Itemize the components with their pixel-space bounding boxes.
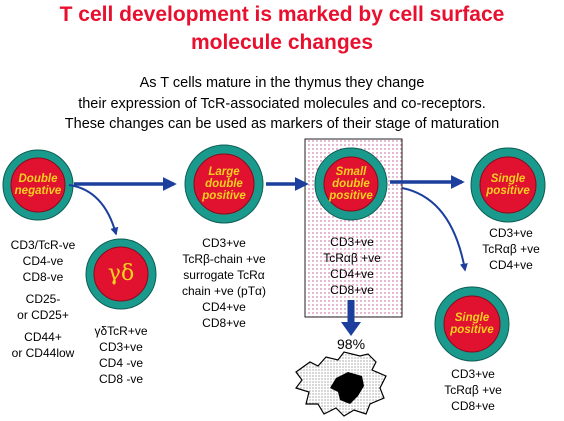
- cell-gamma-delta-label: γδ: [107, 261, 135, 286]
- page-title-line-1: T cell development is marked by cell sur…: [59, 3, 505, 26]
- cell-single-positive-cd8: [434, 286, 510, 362]
- single-positive-cd4-markers: CD3+ve TcRαβ +ve CD4+ve: [482, 226, 540, 272]
- cell-single-positive-cd8-label: Single positive: [450, 312, 494, 336]
- apoptotic-cell-nucleus: [330, 372, 364, 404]
- intro-line-3: These changes can be used as markers of …: [64, 116, 500, 132]
- gamma-delta-markers: γδTcR+ve CD3+ve CD4 -ve CD8 -ve: [94, 324, 148, 386]
- page-title-line-2: molecule changes: [190, 31, 374, 54]
- small-double-positive-markers: CD3+ve TcRαβ +ve CD4+ve CD8+ve: [323, 235, 381, 297]
- large-double-positive-markers: CD3+ve TcRβ-chain +ve surrogate TcRα cha…: [182, 236, 266, 330]
- arrow-small-dp-to-sp-cd8: [401, 187, 468, 272]
- single-positive-cd8-markers: CD3+ve TcRαβ +ve CD8+ve: [444, 367, 502, 413]
- arrow-to-apoptosis-head: [341, 322, 361, 336]
- cell-single-positive-cd4-label: Single positive: [486, 173, 530, 197]
- double-negative-markers: CD3/TcR-ve CD4-ve CD8-ve CD25- or CD25+ …: [10, 238, 76, 360]
- cell-small-double-positive-label: Small double positive: [329, 166, 373, 202]
- cell-large-double-positive-label: Large double positive: [202, 166, 246, 202]
- cell-large-double-positive: [184, 144, 264, 224]
- intro-line-2: their expression of TcR-associated molec…: [78, 96, 486, 112]
- intro-line-1: As T cells mature in the thymus they cha…: [139, 75, 425, 91]
- cell-double-negative: [2, 149, 74, 221]
- cell-single-positive-cd4: [470, 147, 546, 223]
- cell-double-negative-label: Double negative: [14, 173, 62, 197]
- cell-small-double-positive: [314, 147, 388, 221]
- apoptosis-percentage: 98%: [337, 336, 366, 352]
- arrow-dn-to-gamma-delta: [68, 184, 119, 236]
- cell-gamma-delta: [85, 238, 157, 310]
